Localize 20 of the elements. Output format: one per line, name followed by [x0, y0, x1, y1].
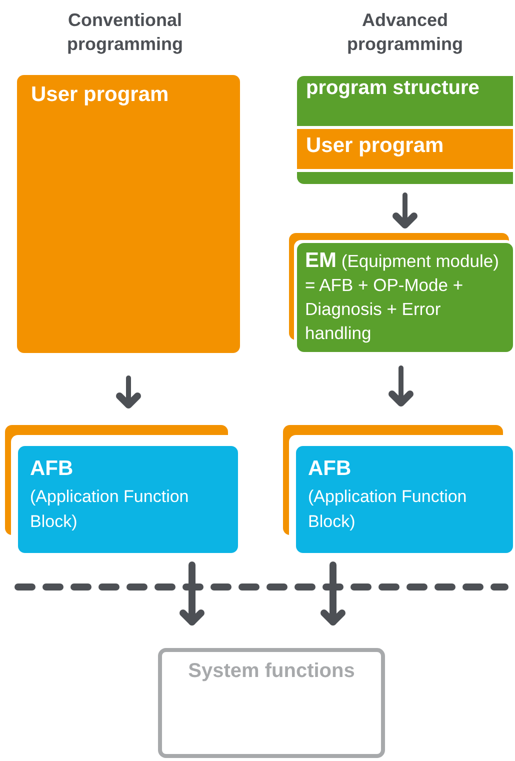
process-box	[17, 75, 240, 353]
box-text: EM (Equipment module) = AFB + OP-Mode + Diagnosis + Error handling	[305, 249, 500, 345]
box-title: System functions	[187, 660, 356, 683]
column-heading: Conventional programming	[66, 9, 184, 56]
box-text: AFB	[30, 456, 74, 482]
box-text: AFB	[308, 456, 352, 482]
box-title: User program	[31, 83, 169, 107]
arrow	[392, 192, 418, 228]
box-text: (Application Function Block)	[308, 486, 468, 533]
box-text: (Application Function Block)	[30, 486, 190, 533]
band-title: User program	[306, 134, 444, 158]
arrow	[388, 366, 414, 406]
process-band	[297, 126, 513, 172]
arrow	[180, 562, 204, 626]
box-title: program structure	[306, 79, 480, 98]
process-box	[158, 648, 385, 758]
column-heading: Advanced programming	[346, 9, 464, 56]
arrow	[320, 562, 346, 626]
process-box	[297, 76, 513, 184]
arrow	[116, 376, 141, 408]
